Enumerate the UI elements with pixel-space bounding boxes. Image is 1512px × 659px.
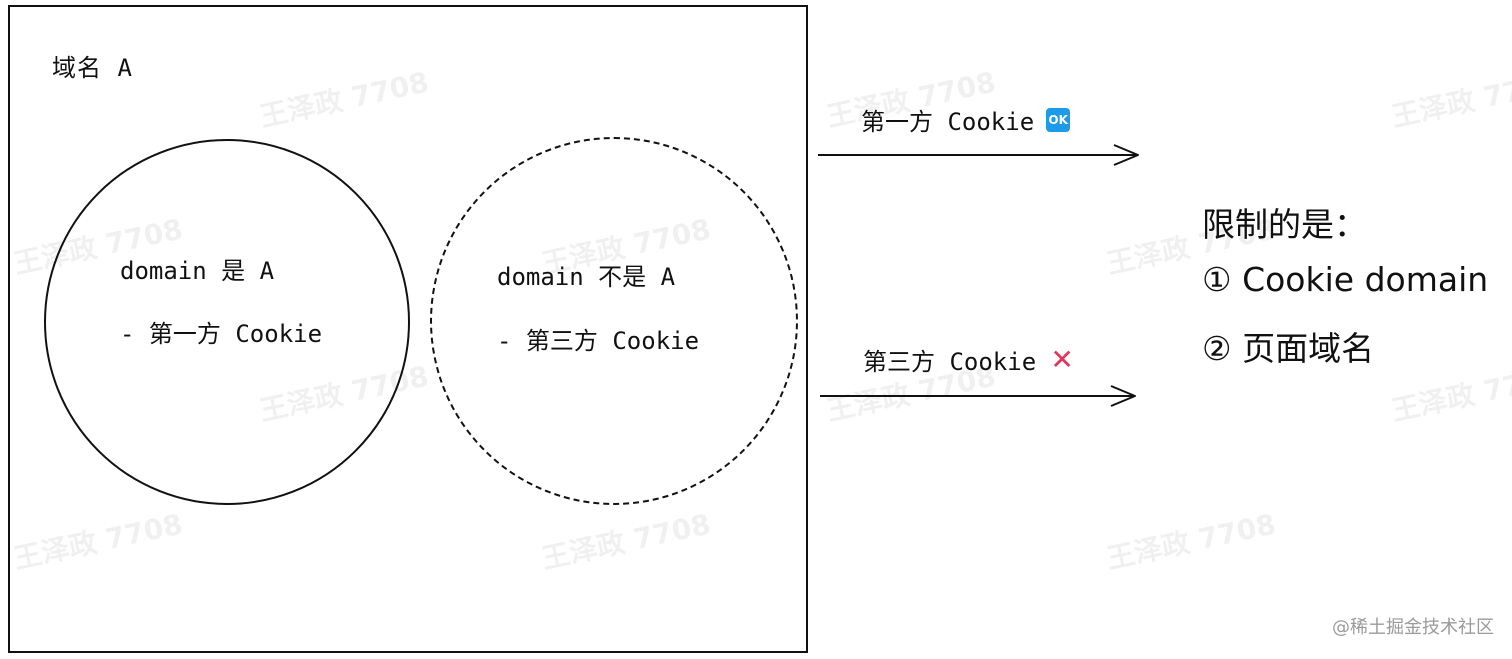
ok-icon: OK [1046,107,1071,132]
first-party-arrow [818,144,1139,166]
third-party-arrow-label: 第三方 Cookie ✕ [863,342,1076,377]
first-party-arrow-label: 第一方 Cookie OK [861,102,1071,137]
domain-a-label: 域名 A [52,54,133,82]
cross-icon: ✕ [1050,342,1074,376]
restriction-item-cookie-domain: ① Cookie domain [1202,260,1489,299]
source-credit: @稀土掘金技术社区 [1332,617,1494,638]
third-party-circle [430,137,798,505]
first-party-cookie-text: - 第一方 Cookie [120,320,323,348]
third-party-arrow-text: 第三方 Cookie [863,348,1037,376]
third-party-domain-text: domain 不是 A [497,263,676,291]
third-party-cookie-text: - 第三方 Cookie [497,327,700,355]
restriction-title: 限制的是： [1202,205,1367,244]
first-party-circle [44,139,410,505]
watermark-text: 王泽政 7708 [1388,65,1512,134]
first-party-domain-text: domain 是 A [120,257,275,285]
watermark-text: 王泽政 7708 [1103,507,1279,576]
restriction-item-page-domain: ② 页面域名 [1202,329,1375,368]
first-party-arrow-text: 第一方 Cookie [861,108,1035,136]
domain-a-box [8,5,808,653]
watermark-text: 王泽政 7708 [1388,359,1512,428]
